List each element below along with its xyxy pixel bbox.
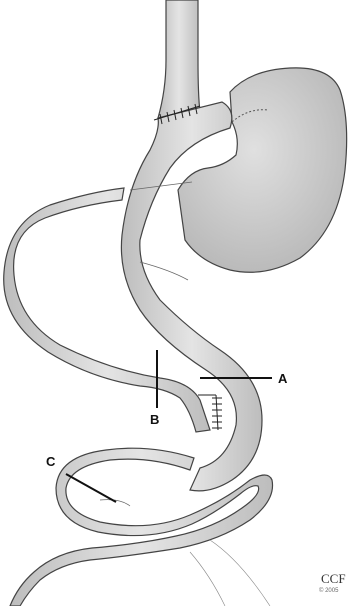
label-c: C <box>46 454 56 469</box>
label-c-line <box>66 474 116 502</box>
watermark: CCF © 2005 <box>319 571 346 594</box>
biliopancreatic-limb <box>4 188 210 432</box>
watermark-main: CCF <box>321 571 346 586</box>
label-b: B <box>150 412 159 427</box>
label-a: A <box>278 371 288 386</box>
esophagus <box>158 0 200 118</box>
stomach-remnant <box>178 68 347 272</box>
watermark-sub: © 2005 <box>319 587 339 594</box>
